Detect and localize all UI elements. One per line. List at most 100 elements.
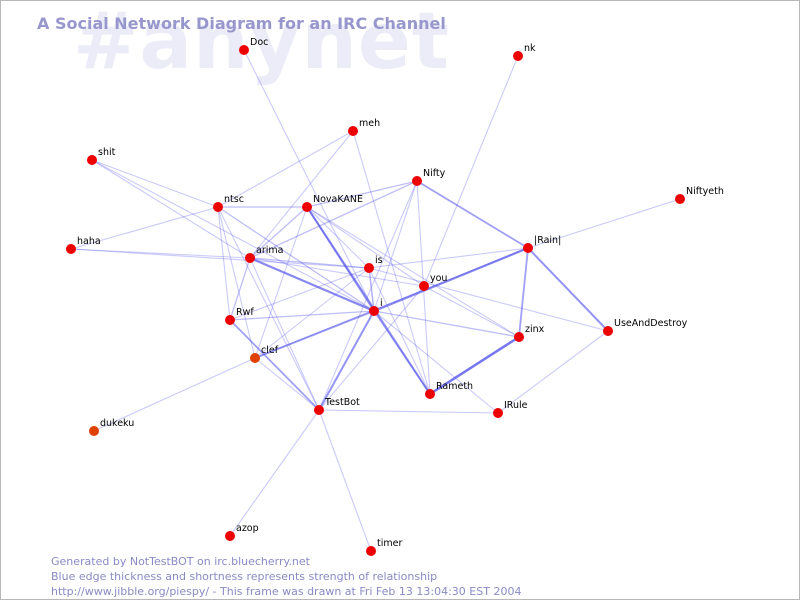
edge-rwf-testbot (229, 319, 320, 411)
node-label-doc: Doc (250, 37, 268, 48)
node-dot-shit (87, 155, 97, 165)
edge-novakane-you (306, 206, 425, 287)
edge-testbot-clef (254, 357, 320, 411)
node-niftyeth: Niftyeth (675, 186, 724, 204)
node-doc: Doc (239, 37, 268, 55)
footer: Generated by NotTestBOT on irc.bluecherr… (51, 554, 521, 599)
node-meh: meh (348, 118, 380, 136)
node-label-testbot: TestBot (324, 397, 360, 408)
node-label-meh: meh (359, 118, 380, 129)
edge-arima-rwf (229, 257, 251, 321)
edge-novakane-arima (249, 206, 308, 259)
edge-nifty-testbot (318, 180, 418, 411)
edge-i-rwf (229, 310, 375, 321)
edge-novakane-zinx (306, 206, 520, 338)
edge-testbot-irule (318, 409, 499, 414)
node-label-useanddestroy: UseAndDestroy (614, 318, 688, 329)
edge-haha-ntsc (70, 206, 219, 250)
node-timer: timer (366, 538, 402, 556)
edge-ntsc-i (217, 206, 375, 312)
node-label-rameth: Rameth (436, 381, 473, 392)
node-dot-testbot (314, 405, 324, 415)
node-dot-zinx (514, 332, 524, 342)
node-dot-doc (239, 45, 249, 55)
node-haha: haha (66, 236, 101, 254)
node-rain: |Rain| (523, 235, 561, 253)
node-dot-nk (513, 51, 523, 61)
edge-doc-i (243, 49, 375, 312)
node-label-irule: IRule (504, 400, 528, 411)
node-dot-rain (523, 243, 533, 253)
edge-haha-is (70, 248, 370, 269)
edge-arima-is (249, 257, 370, 269)
node-clef: clef (250, 345, 279, 363)
node-label-rwf: Rwf (236, 307, 254, 318)
node-nk: nk (513, 43, 536, 61)
footer-generated-by: Generated by NotTestBOT on irc.bluecherr… (51, 555, 310, 568)
edge-meh-arima (249, 130, 354, 259)
node-shit: shit (87, 147, 116, 165)
node-dot-irule (493, 408, 503, 418)
edge-arima-you (249, 257, 425, 287)
edge-rain-useanddestroy (527, 247, 609, 332)
channel-watermark: #anynet (73, 0, 451, 87)
edge-is-rwf (229, 267, 370, 321)
node-dot-novakane (302, 202, 312, 212)
edge-novakane-clef (254, 206, 308, 359)
edge-shit-ntsc (91, 159, 219, 208)
node-label-shit: shit (98, 147, 116, 158)
node-label-you: you (430, 273, 447, 284)
edge-i-clef (254, 310, 375, 359)
node-label-timer: timer (377, 538, 402, 549)
node-you: you (419, 273, 447, 291)
node-irule: IRule (493, 400, 528, 418)
node-rwf: Rwf (225, 307, 254, 325)
edge-meh-rameth (352, 130, 431, 395)
edge-novakane-nifty (306, 180, 418, 208)
edge-is-i (368, 267, 375, 312)
node-label-ntsc: ntsc (224, 194, 244, 205)
node-arima: arima (245, 245, 283, 263)
node-dot-nifty (412, 176, 422, 186)
node-label-rain: |Rain| (534, 235, 561, 246)
node-dot-i (369, 306, 379, 316)
edge-novakane-rameth (306, 206, 431, 395)
node-dot-niftyeth (675, 194, 685, 204)
footer-url-timestamp: http://www.jibble.org/piespy/ - This fra… (51, 585, 522, 598)
node-testbot: TestBot (314, 397, 360, 415)
node-label-novakane: NovaKANE (313, 194, 363, 205)
node-dot-azop (225, 531, 235, 541)
node-label-haha: haha (77, 236, 101, 247)
edge-arima-testbot (249, 257, 320, 411)
edge-nifty-arima (249, 180, 418, 259)
edge-is-clef (254, 267, 370, 359)
node-dot-timer (366, 546, 376, 556)
node-dot-haha (66, 244, 76, 254)
node-dukeku: dukeku (89, 418, 134, 436)
node-dot-you (419, 281, 429, 291)
edge-niftyeth-rain (527, 198, 681, 249)
node-label-clef: clef (261, 345, 279, 356)
node-dot-rameth (425, 389, 435, 399)
edge-testbot-timer (318, 409, 372, 552)
node-dot-is (364, 263, 374, 273)
edge-clef-dukeku (93, 357, 256, 432)
node-dot-arima (245, 253, 255, 263)
page-title: A Social Network Diagram for an IRC Chan… (37, 14, 446, 33)
edge-you-zinx (423, 285, 520, 338)
node-label-i: i (380, 298, 383, 309)
node-ntsc: ntsc (213, 194, 244, 212)
node-dot-useanddestroy (603, 326, 613, 336)
node-label-is: is (375, 255, 383, 266)
edge-nk-you (423, 55, 519, 287)
edge-shit-i (91, 159, 375, 312)
node-label-nifty: Nifty (423, 168, 446, 179)
edge-i-zinx (373, 310, 520, 338)
edge-rain-is (368, 247, 529, 269)
edge-ntsc-clef (217, 206, 256, 359)
node-dot-rwf (225, 315, 235, 325)
edge-i-irule (373, 310, 499, 414)
